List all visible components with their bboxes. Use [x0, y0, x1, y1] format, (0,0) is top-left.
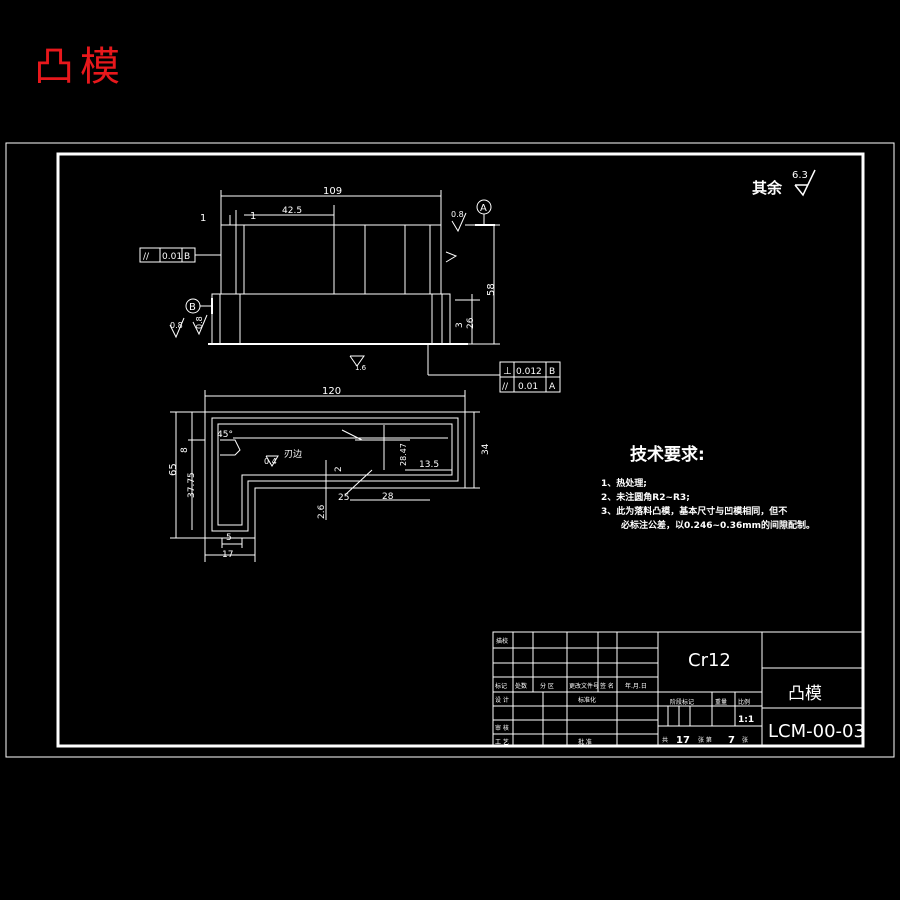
perp-symbol: ⊥ [503, 366, 512, 377]
parallel-value: 0.01 [162, 252, 182, 262]
datum-a-label: A [480, 203, 487, 214]
dim-8: 8 [180, 447, 190, 453]
outer-border [5, 142, 895, 758]
drawing-heading: 凸模 [34, 44, 126, 90]
part-name: 凸模 [788, 684, 822, 704]
dim-2-6: 2.6 [317, 504, 327, 519]
tb-process: 工 艺 [495, 738, 509, 746]
tb-count: 处数 [515, 682, 527, 690]
dim-step: 42.5 [282, 206, 302, 216]
tech-item-1: 1、热处理; [601, 477, 647, 489]
dim-2: 2 [334, 466, 344, 472]
sheet-number: 7 [728, 735, 735, 746]
tb-zone: 分 区 [540, 682, 554, 690]
dim-width-top: 120 [322, 386, 341, 397]
tech-item-2: 2、未注圆角R2~R3; [601, 491, 690, 503]
material: Cr12 [688, 650, 731, 671]
parallel2-datum: A [549, 382, 556, 392]
dim-height-top: 65 [168, 463, 179, 476]
tb-change-doc: 更改文件号 [569, 682, 599, 690]
roughness-a: 0.8 [451, 210, 464, 219]
top-view [170, 390, 480, 562]
sheet-total: 17 [676, 735, 690, 746]
roughness-b: 0.8 [170, 321, 183, 330]
angle-45: 45° [217, 430, 233, 440]
perp-datum: B [549, 367, 555, 377]
roughness-e: 1.6 [355, 364, 367, 372]
front-shoulder [211, 293, 451, 345]
tech-item-4: 必标注公差，以0.246~0.36mm的间隙配制。 [620, 519, 815, 531]
parallel-symbol: // [143, 252, 150, 262]
dim-small-right: 1 [250, 211, 256, 222]
tb-title-top: 描校 [496, 637, 508, 645]
sheet-suffix: 张 [742, 736, 748, 744]
dim-13-5: 13.5 [419, 460, 439, 470]
parallel-datum: B [184, 252, 190, 262]
perp-value: 0.012 [516, 367, 542, 377]
roughness-other-label: 其余 [752, 179, 783, 197]
dim-28: 28 [382, 492, 394, 502]
dim-shoulder-step: 3 [455, 322, 465, 328]
sheet-label: 张 第 [698, 736, 712, 744]
dim-left-height: 37.75 [187, 472, 197, 498]
parallel2-value: 0.01 [518, 382, 538, 392]
sheet-total-label: 共 [662, 736, 668, 744]
roughness-other-value: 6.3 [792, 170, 808, 181]
drawing-number: LCM-00-03 [768, 721, 865, 742]
dim-shoulder: 26 [466, 317, 476, 329]
dim-height: 58 [486, 283, 497, 296]
title-block [492, 631, 863, 747]
tech-title: 技术要求: [630, 444, 705, 465]
tb-mark: 标记 [495, 682, 507, 690]
dim-5: 5 [226, 533, 232, 543]
datum-b-label: B [189, 302, 196, 313]
tech-item-3: 3、此为落料凸模，基本尺寸与凹模相同，但不 [601, 505, 787, 517]
front-view [139, 190, 561, 393]
tb-review: 审 核 [495, 724, 509, 732]
dim-28-47: 28.47 [399, 443, 408, 466]
tb-design: 设 计 [495, 696, 509, 704]
dim-25: 25 [338, 493, 349, 503]
tb-stage-mark: 阶段标记 [670, 698, 694, 706]
dim-right-height: 34 [481, 443, 491, 455]
scale: 1:1 [738, 715, 754, 725]
dim-width-front: 109 [323, 186, 342, 197]
tb-ratio: 比例 [738, 698, 750, 706]
tb-date: 年.月.日 [625, 682, 647, 690]
roughness-d: 0.4 [264, 457, 277, 466]
tb-approve: 批 准 [578, 738, 592, 746]
front-body [220, 224, 442, 295]
dim-small-left: 1 [200, 213, 206, 224]
tb-standardize: 标准化 [578, 696, 596, 704]
dim-17: 17 [222, 550, 233, 560]
tb-weight: 重量 [715, 698, 727, 706]
parallel2-symbol: // [502, 382, 509, 392]
edge-note: 刃边 [284, 449, 302, 460]
tb-signature: 签 名 [600, 682, 614, 690]
inner-border [56, 152, 865, 748]
roughness-c: 0.8 [195, 316, 204, 329]
